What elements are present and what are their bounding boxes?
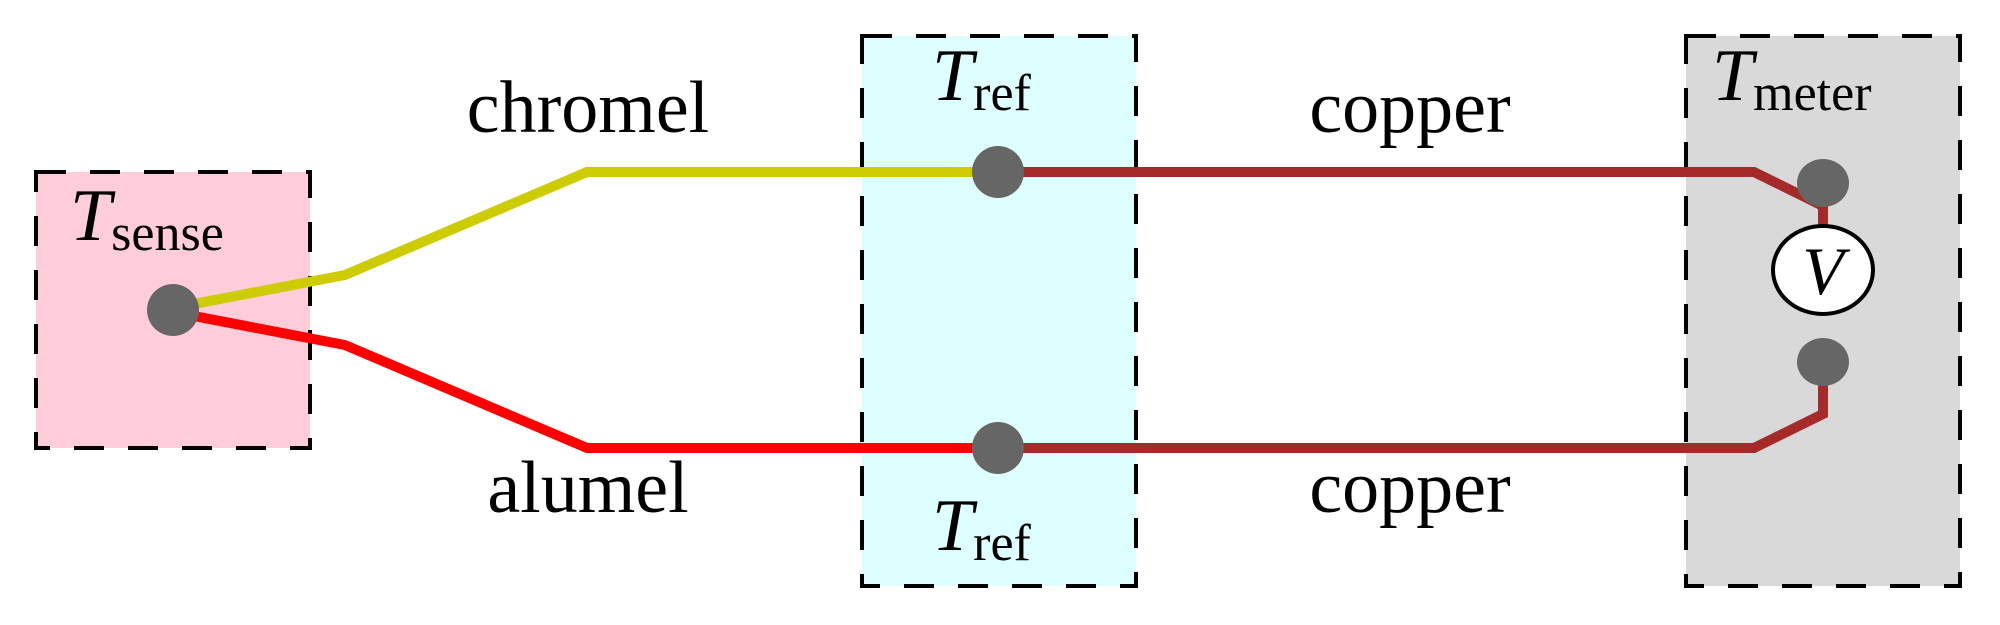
meter-terminal-bottom <box>1797 338 1849 386</box>
copper-label-top: copper <box>1309 67 1510 149</box>
voltmeter-symbol: V <box>1802 233 1851 309</box>
ref-junction-bottom <box>972 422 1024 474</box>
meter-label-symbol: T <box>1712 35 1758 117</box>
sense-label-subscript: sense <box>111 205 224 262</box>
reference-region <box>860 34 1138 588</box>
sense-label: Tsense <box>70 175 224 262</box>
sense-junction <box>147 284 199 336</box>
voltmeter: V <box>1771 224 1875 316</box>
meter-label: Tmeter <box>1712 35 1872 122</box>
alumel-label: alumel <box>487 447 688 529</box>
voltmeter-circle <box>1771 224 1875 316</box>
ref-label-top-symbol: T <box>932 35 978 117</box>
ref-label-top-subscript: ref <box>973 65 1031 122</box>
copper-label-bottom: copper <box>1309 447 1510 529</box>
meter-terminal-top <box>1797 159 1849 207</box>
meter-label-subscript: meter <box>1753 65 1871 122</box>
chromel-label: chromel <box>467 67 709 149</box>
sense-label-symbol: T <box>70 175 116 257</box>
ref-junction-top <box>972 146 1024 198</box>
alumel-wire <box>172 307 998 453</box>
ref-label-bottom: Tref <box>932 485 1032 572</box>
ref-label-top: Tref <box>932 35 1032 122</box>
ref-label-bottom-subscript: ref <box>973 515 1031 572</box>
ref-label-bottom-symbol: T <box>932 485 978 567</box>
chromel-wire <box>172 167 998 313</box>
